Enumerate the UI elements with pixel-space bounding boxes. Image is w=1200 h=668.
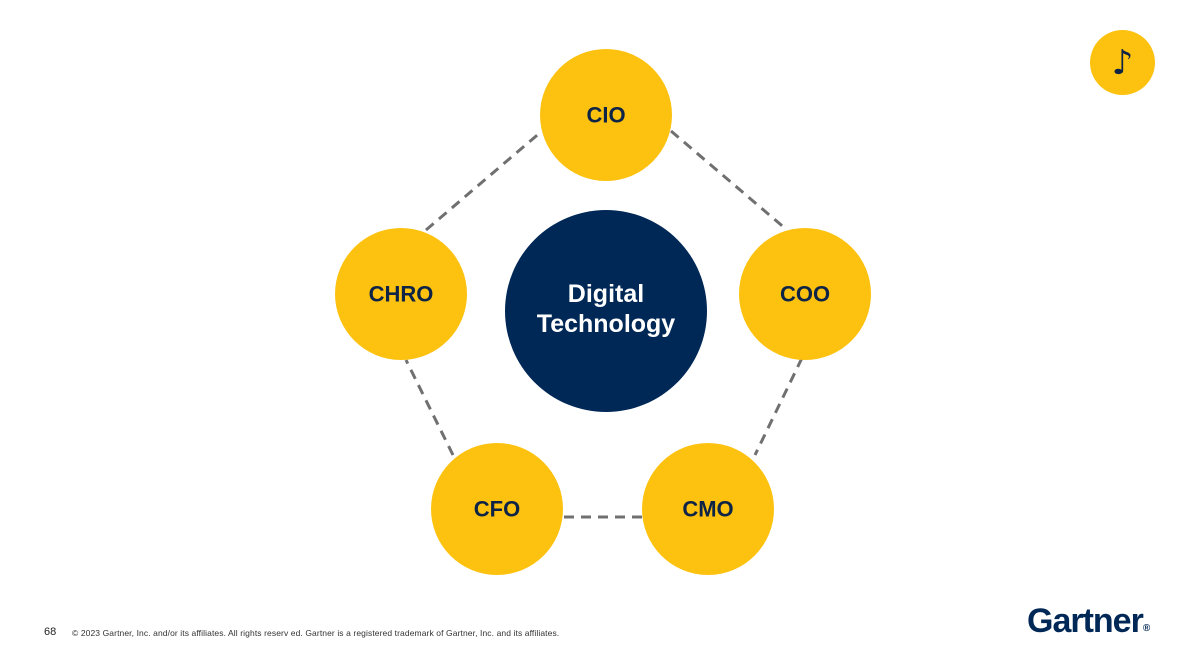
connector-cio-coo: [670, 129, 788, 232]
node-label-chro: CHRO: [369, 282, 434, 307]
node-coo: COO: [739, 228, 871, 360]
node-label-cfo: CFO: [474, 497, 520, 522]
page-number: 68: [44, 626, 57, 638]
music-note-icon: ♪: [1111, 42, 1134, 83]
audio-button[interactable]: ♪: [1090, 30, 1155, 95]
center-node: Digital Technology: [505, 210, 707, 412]
node-chro: CHRO: [335, 228, 467, 360]
copyright-notice: © 2023 Gartner, Inc. and/or its affiliat…: [72, 628, 560, 638]
logo-text: Gartner: [1027, 602, 1144, 640]
node-label-cio: CIO: [586, 103, 625, 128]
registered-mark: ®: [1142, 623, 1151, 634]
gartner-logo: Gartner®: [1027, 602, 1150, 641]
center-label-line2: Technology: [537, 310, 676, 338]
node-cmo: CMO: [642, 443, 774, 575]
connector-cfo-chro: [404, 359, 455, 456]
node-label-cmo: CMO: [682, 497, 733, 522]
connector-coo-cmo: [753, 357, 804, 456]
center-label-line1: Digital: [568, 280, 644, 308]
node-cfo: CFO: [431, 443, 563, 575]
node-label-coo: COO: [780, 282, 830, 307]
node-cio: CIO: [540, 49, 672, 181]
connector-chro-cio: [425, 129, 543, 232]
